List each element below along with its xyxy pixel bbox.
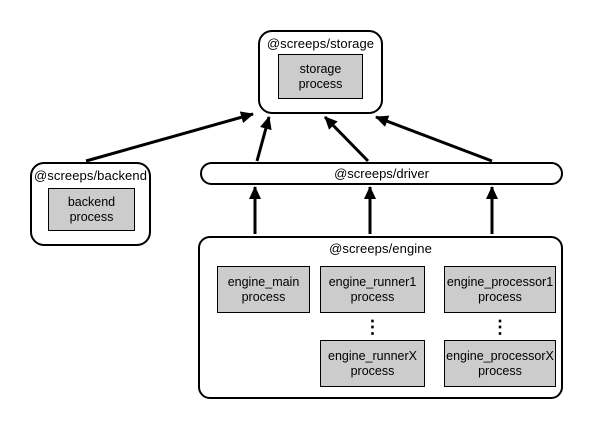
engine-title: @screeps/engine — [329, 241, 432, 256]
edge-driver-to-storage-1 — [255, 116, 272, 162]
engine-main-process-box: engine_main process — [217, 266, 310, 313]
storage-title: @screeps/storage — [266, 36, 375, 51]
edge-backend-to-storage — [85, 111, 254, 163]
edge-driver-to-storage-2 — [323, 115, 370, 163]
processor-ellipsis: ⋮ — [491, 317, 509, 337]
runner-ellipsis: ⋮ — [363, 317, 382, 337]
engine-processor1-process-box: engine_processor1 process — [444, 266, 556, 313]
engine-runnerX-process-box: engine_runnerX process — [320, 340, 425, 387]
backend-process-box: backend process — [48, 188, 135, 231]
node-driver: @screeps/driver — [200, 162, 563, 185]
storage-process-box: storage process — [278, 54, 363, 99]
backend-title: @screeps/backend — [33, 168, 148, 183]
engine-processorX-process-box: engine_processorX process — [444, 340, 556, 387]
node-backend: @screeps/backend backend process — [30, 162, 151, 246]
engine-runner1-process-box: engine_runner1 process — [320, 266, 425, 313]
edge-driver-to-storage-3 — [375, 115, 493, 163]
node-engine: @screeps/engine engine_main process engi… — [198, 236, 563, 399]
node-storage: @screeps/storage storage process — [258, 30, 383, 114]
